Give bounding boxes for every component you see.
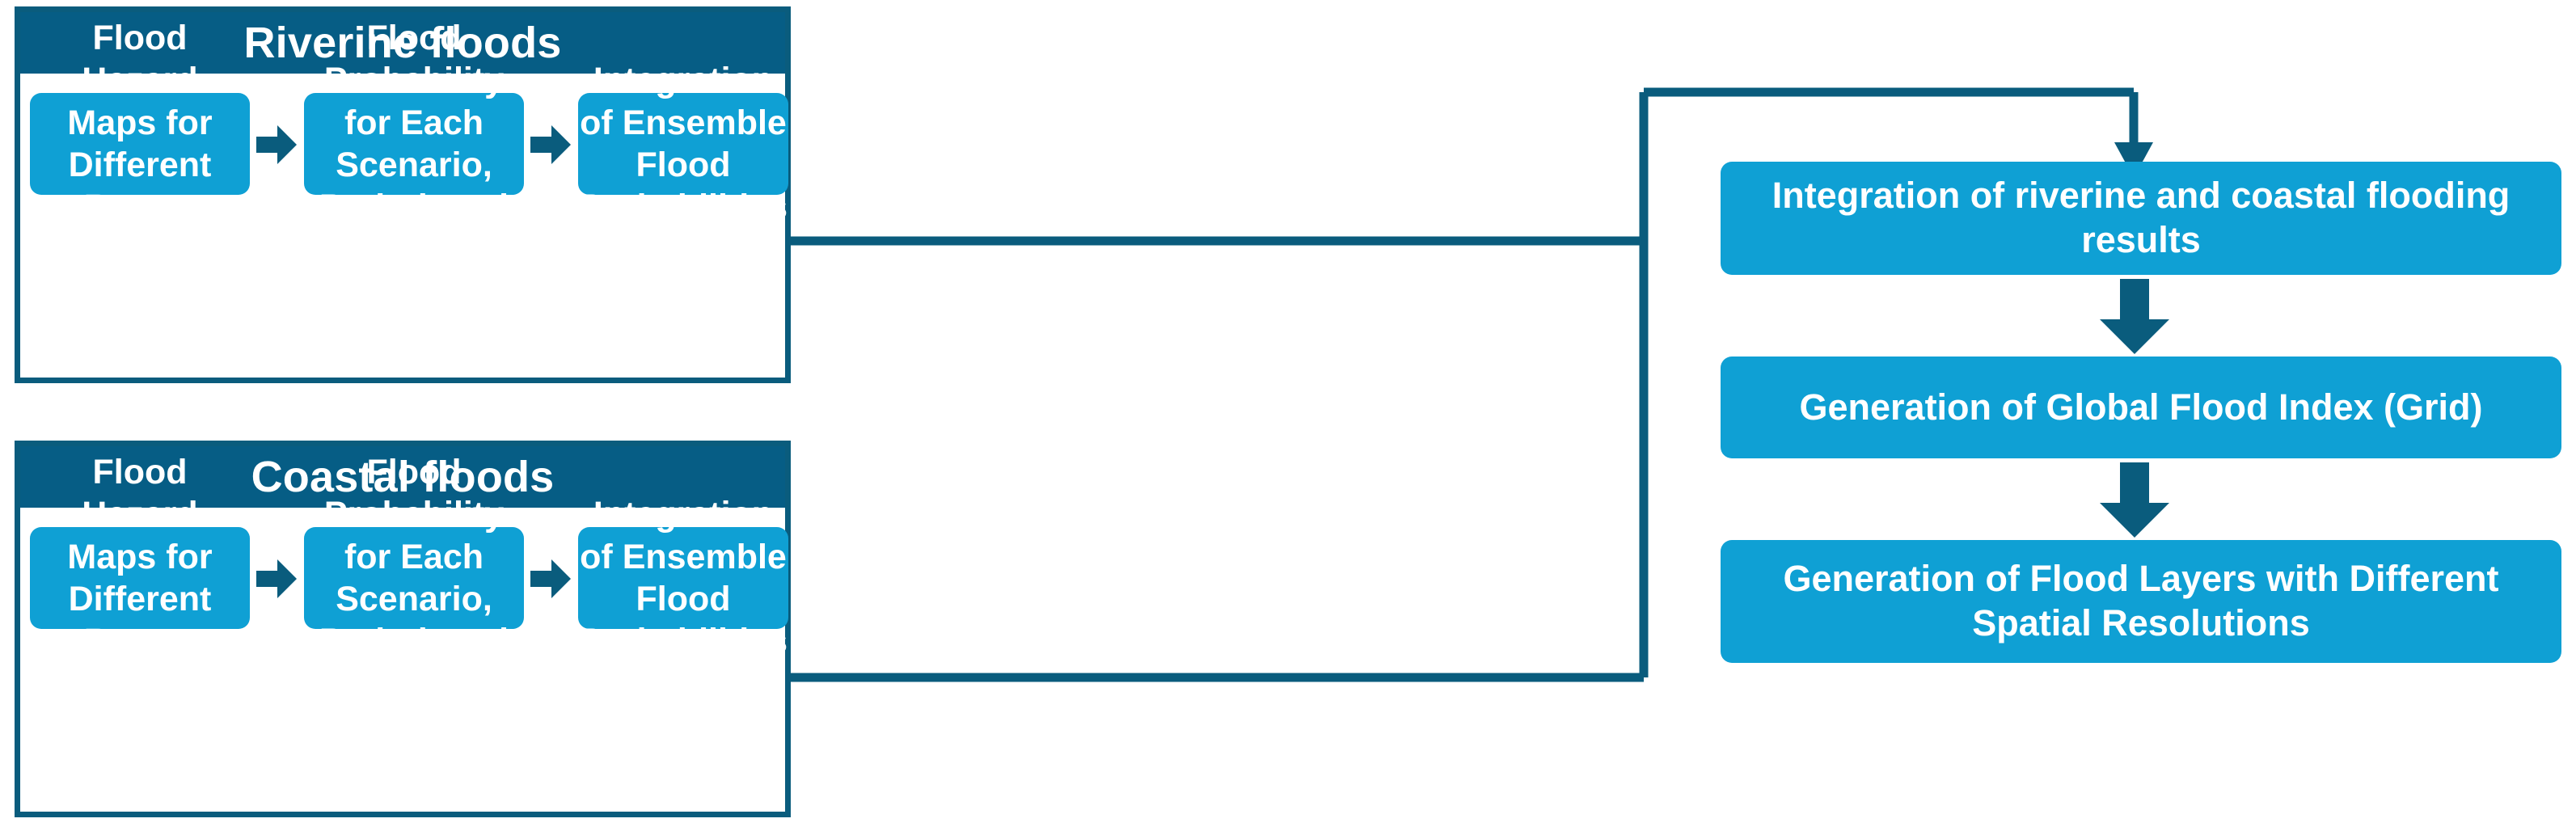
chevron-right-icon [256, 124, 298, 166]
group-panel-coastal: Coastal floods Flood Hazard Maps for Dif… [15, 441, 791, 817]
group-header-coastal: Coastal floods [20, 446, 785, 508]
group-title-coastal: Coastal floods [251, 453, 555, 501]
pipeline-step-integration[interactable]: Integration of riverine and coastal floo… [1721, 162, 2561, 275]
arrow-down-icon [2098, 462, 2171, 539]
riverine-step-1[interactable]: Flood Hazard Maps for Different Return P… [30, 19, 250, 269]
group-header-riverine: Riverine floods [20, 12, 785, 74]
arrow-down-icon [2098, 279, 2171, 356]
chevron-right-icon [256, 558, 298, 600]
pipeline-step-flood-layers[interactable]: Generation of Flood Layers with Differen… [1721, 540, 2561, 663]
group-body-coastal: Flood Hazard Maps for Different Return P… [20, 453, 788, 812]
riverine-step-2[interactable]: Flood Probability for Each Scenario, Per… [304, 19, 524, 269]
coastal-step-3[interactable]: Integration of Ensemble Flood Probabilit… [578, 495, 788, 661]
coastal-step-2[interactable]: Flood Probability for Each Scenario, Per… [304, 453, 524, 703]
coastal-step-1[interactable]: Flood Hazard Maps for Different Return P… [30, 453, 250, 703]
group-panel-riverine: Riverine floods Flood Hazard Maps for Di… [15, 6, 791, 383]
riverine-step-3[interactable]: Integration of Ensemble Flood Probabilit… [578, 61, 788, 227]
chevron-right-icon [530, 558, 572, 600]
group-body-riverine: Flood Hazard Maps for Different Return P… [20, 19, 788, 378]
chevron-right-icon [530, 124, 572, 166]
pipeline-step-global-index[interactable]: Generation of Global Flood Index (Grid) [1721, 357, 2561, 458]
group-title-riverine: Riverine floods [243, 19, 562, 67]
